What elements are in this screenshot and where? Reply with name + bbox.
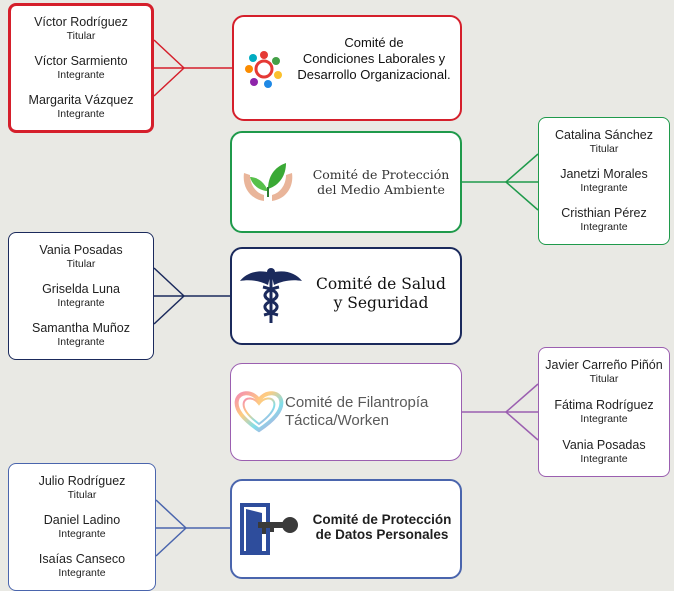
people-circle-icon [245,51,282,88]
title-line: Comité de Filantropía [285,394,429,411]
members-box-datos: Julio Rodríguez Titular Daniel Ladino In… [8,463,156,591]
member-integrante: Vania Posadas Integrante [541,438,667,466]
connector-datos [155,499,230,557]
members-box-filantropia: Javier Carreño Piñón Titular Fátima Rodr… [538,347,670,477]
door-key-icon [240,503,298,555]
title-line: Comité de [344,35,404,50]
committee-card-medio-ambiente: Comité de Protección del Medio Ambiente [230,131,462,233]
title-line: del Medio Ambiente [317,182,445,198]
member-role: Integrante [580,413,628,425]
connector-condiciones [153,39,232,97]
member-name: Víctor Rodríguez [34,15,128,30]
committee-title: Comité de Filantropía Táctica/Worken [285,394,461,431]
member-name: Fátima Rodríguez [554,398,654,412]
title-line: de Datos Personales [315,526,449,542]
title-line: Condiciones Laborales y [302,50,446,66]
heart-icon [234,391,284,433]
hands-leaf-icon [243,163,293,201]
committee-card-filantropia: Comité de Filantropía Táctica/Worken [230,363,462,461]
member-role: Integrante [580,453,628,465]
member-role: Integrante [57,107,105,120]
member-integrante: Griselda Luna Integrante [11,282,151,310]
member-name: Víctor Sarmiento [34,53,128,68]
member-role: Integrante [57,336,105,349]
member-name: Cristhian Pérez [561,206,647,221]
title-line: Táctica/Worken [285,412,389,430]
committee-card-datos: Comité de Protección de Datos Personales [230,479,462,579]
member-name: Daniel Ladino [43,512,121,527]
title-line: Comité de Protección [312,512,452,527]
title-line: Comité de Salud [316,275,446,293]
member-role: Titular [589,142,619,155]
caduceus-icon [240,268,302,323]
committee-card-salud: Comité de Salud y Seguridad [230,247,462,345]
member-role: Titular [66,257,96,270]
member-name: Javier Carreño Piñón [545,358,663,372]
committee-title: Comité de Salud y Seguridad [306,275,456,313]
committee-title: Comité de Protección del Medio Ambiente [302,167,460,198]
member-role: Titular [66,30,96,43]
member-role: Titular [67,488,97,501]
member-name: Janetzi Morales [560,166,648,181]
member-role: Integrante [57,296,105,309]
member-role: Integrante [57,68,105,81]
member-integrante: Isaías Canseco Integrante [11,552,153,580]
committee-card-condiciones: Comité de Condiciones Laborales y Desarr… [232,15,462,121]
member-integrante: Cristhian Pérez Integrante [541,206,667,234]
connector-filantropia [462,383,539,441]
member-role: Integrante [580,221,628,234]
member-name: Vania Posadas [39,242,123,257]
connector-medio-ambiente [462,153,539,211]
members-box-medio-ambiente: Catalina Sánchez Titular Janetzi Morales… [538,117,670,245]
member-role: Integrante [58,527,106,540]
member-name: Samantha Muñoz [32,321,130,336]
member-titular: Julio Rodríguez Titular [11,474,153,502]
member-titular: Javier Carreño Piñón Titular [541,358,667,386]
committee-title: Comité de Condiciones Laborales y Desarr… [286,35,462,83]
connector-salud [153,267,230,325]
member-name: Griselda Luna [42,281,120,296]
member-titular: Catalina Sánchez Titular [541,128,667,156]
member-name: Julio Rodríguez [38,473,126,488]
member-integrante: Fátima Rodríguez Integrante [541,398,667,426]
title-line: y Seguridad [333,293,429,312]
member-name: Catalina Sánchez [555,127,653,142]
member-integrante: Samantha Muñoz Integrante [11,321,151,349]
title-line: Desarrollo Organizacional. [297,66,451,82]
member-integrante: Janetzi Morales Integrante [541,167,667,195]
member-role: Integrante [58,567,106,580]
member-integrante: Margarita Vázquez Integrante [13,93,149,121]
members-box-condiciones: Víctor Rodríguez Titular Víctor Sarmient… [8,3,154,133]
member-titular: Vania Posadas Titular [11,243,151,271]
member-integrante: Daniel Ladino Integrante [11,513,153,541]
member-name: Vania Posadas [562,438,646,452]
member-role: Integrante [580,181,628,194]
member-role: Titular [589,373,619,385]
member-integrante: Víctor Sarmiento Integrante [13,54,149,82]
title-line: Comité de Protección [312,167,450,182]
committee-title: Comité de Protección de Datos Personales [304,512,460,543]
member-titular: Víctor Rodríguez Titular [13,15,149,43]
member-name: Isaías Canseco [38,552,126,567]
member-name: Margarita Vázquez [28,92,134,107]
members-box-salud: Vania Posadas Titular Griselda Luna Inte… [8,232,154,360]
